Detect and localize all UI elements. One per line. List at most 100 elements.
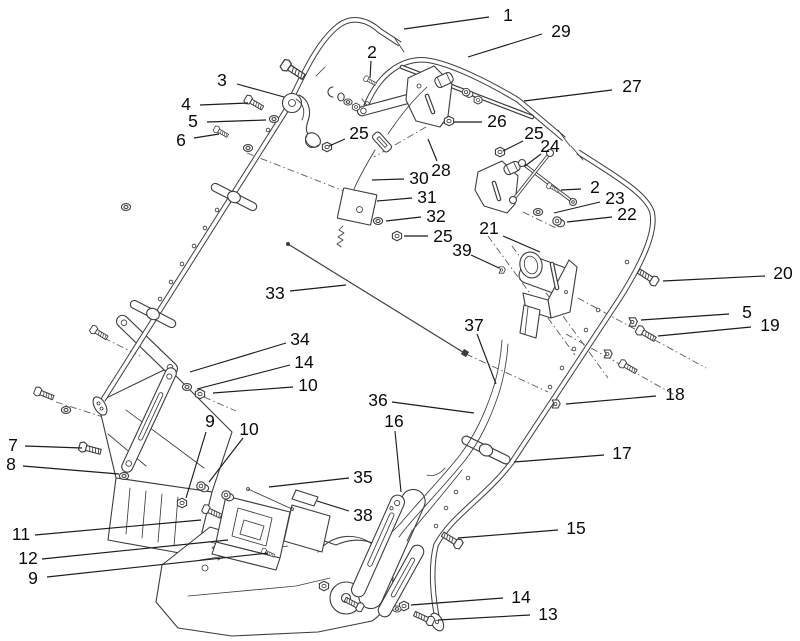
callout-37: 37 xyxy=(464,315,483,335)
leader-line-8 xyxy=(22,465,120,475)
washer-23 xyxy=(532,208,544,216)
callout-27: 27 xyxy=(622,76,641,96)
callout-33: 33 xyxy=(265,283,284,303)
leader-line-5 xyxy=(206,119,267,123)
leader-line-20 xyxy=(662,275,766,282)
callout-25: 25 xyxy=(524,123,543,143)
leader-line-5 xyxy=(640,313,730,321)
callout-11: 11 xyxy=(12,524,30,544)
leader-line-14 xyxy=(196,364,291,390)
nut-25 xyxy=(391,230,403,242)
screw-6 xyxy=(212,124,230,140)
leader-line-18 xyxy=(565,395,657,405)
washer-32 xyxy=(372,217,384,225)
leader-line-38 xyxy=(316,500,350,512)
leader-line-7 xyxy=(24,445,83,449)
plate-38 xyxy=(291,489,319,507)
leader-line-11 xyxy=(34,519,202,536)
leader-line-22 xyxy=(566,216,613,223)
cable-fitting xyxy=(371,131,393,153)
bolt-7 xyxy=(77,440,103,458)
cable-bundle xyxy=(399,339,503,525)
leader-line-19 xyxy=(657,326,752,337)
axis-line xyxy=(511,245,609,379)
callout-2: 2 xyxy=(367,42,377,62)
callout-9: 9 xyxy=(28,568,38,588)
callout-14: 14 xyxy=(294,352,314,372)
clip-39 xyxy=(498,266,506,274)
leader-line-9 xyxy=(185,431,207,499)
leader-line-30 xyxy=(371,178,405,181)
leader-line-36 xyxy=(391,401,475,414)
leader-line-14 xyxy=(410,597,504,606)
rod-35 xyxy=(247,488,293,510)
leader-line-29 xyxy=(467,33,543,58)
callout-21: 21 xyxy=(479,218,498,238)
callout-3: 3 xyxy=(217,70,227,90)
leader-line-3 xyxy=(236,83,285,98)
callout-13: 13 xyxy=(538,604,557,624)
leader-line-23 xyxy=(553,201,601,214)
callout-10: 10 xyxy=(298,375,318,395)
bushing-22 xyxy=(552,216,566,228)
diagram-artwork xyxy=(32,17,707,637)
callout-2: 2 xyxy=(590,177,600,197)
washer-8 xyxy=(118,472,130,480)
bolt-19 xyxy=(633,323,659,345)
callout-4: 4 xyxy=(181,94,191,114)
clip-5 xyxy=(628,317,638,327)
axis-line xyxy=(203,396,237,412)
bolt xyxy=(617,358,639,376)
bolt-13 xyxy=(411,608,437,628)
callout-17: 17 xyxy=(612,443,631,463)
callout-6: 6 xyxy=(176,130,186,150)
callout-19: 19 xyxy=(760,315,779,335)
leader-line-6 xyxy=(193,133,220,139)
callout-7: 7 xyxy=(8,435,18,455)
callout-34: 34 xyxy=(290,329,310,349)
washer xyxy=(392,605,402,613)
leader-line-24 xyxy=(524,153,542,167)
cable-clamp-17 xyxy=(459,432,513,468)
nut-25 xyxy=(321,141,333,153)
axis-line xyxy=(522,211,557,229)
callout-22: 22 xyxy=(617,204,636,224)
leader-line-12 xyxy=(41,539,229,560)
callout-8: 8 xyxy=(6,454,16,474)
washer xyxy=(60,406,72,414)
axis-line xyxy=(246,152,345,192)
leader-line-4 xyxy=(199,102,249,106)
leader-line-2 xyxy=(369,60,372,79)
callout-12: 12 xyxy=(18,548,37,568)
callout-24: 24 xyxy=(540,136,560,156)
leader-line-2 xyxy=(560,188,582,191)
callout-26: 26 xyxy=(487,111,506,131)
axis-line xyxy=(373,126,427,158)
cable-adjuster-block xyxy=(336,187,378,226)
callout-38: 38 xyxy=(353,505,372,525)
leader-line-13 xyxy=(437,614,531,621)
callout-16: 16 xyxy=(384,411,403,431)
nut-25 xyxy=(494,146,506,158)
leader-line-10 xyxy=(212,386,294,394)
leader-line-39 xyxy=(470,254,500,269)
leader-line-31 xyxy=(376,197,413,202)
leader-line-15 xyxy=(457,529,559,539)
axis-line xyxy=(465,353,549,393)
washer xyxy=(120,203,132,211)
control-rod xyxy=(287,243,467,355)
callout-25: 25 xyxy=(433,226,452,246)
leader-line-10 xyxy=(208,437,244,483)
callout-32: 32 xyxy=(426,206,445,226)
callout-5: 5 xyxy=(188,111,198,131)
callout-15: 15 xyxy=(566,518,585,538)
leader-line-17 xyxy=(513,454,605,463)
screw-2b xyxy=(545,181,561,195)
leader-line-25 xyxy=(502,140,524,152)
callout-10: 10 xyxy=(239,419,259,439)
washer-5 xyxy=(268,115,280,123)
callout-1: 1 xyxy=(503,5,513,25)
washer xyxy=(242,144,254,152)
